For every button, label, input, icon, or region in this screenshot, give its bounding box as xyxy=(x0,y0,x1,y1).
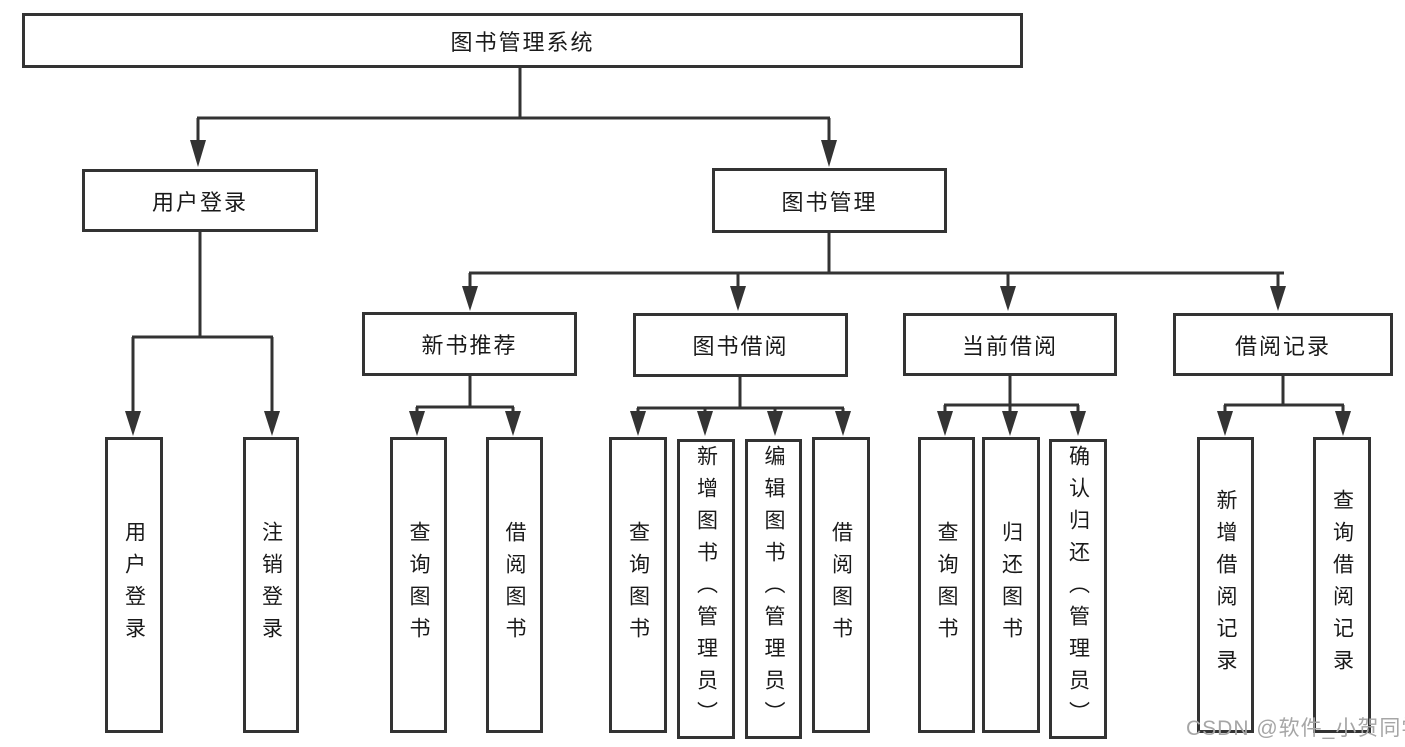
leaf-query-borrow-record: 查询借阅记录 xyxy=(1313,437,1371,733)
node-user-login-group-label: 用户登录 xyxy=(151,189,248,215)
leaf-user-login-label: 用户登录 xyxy=(122,521,146,649)
leaf-query-books-current: 查询图书 xyxy=(918,437,975,733)
node-borrowing-records-label: 借阅记录 xyxy=(1234,333,1331,359)
leaf-add-books-admin: 新增图书（管理员） xyxy=(677,439,735,739)
leaf-query-books-recommend-label: 查询图书 xyxy=(407,521,430,649)
node-current-borrowing: 当前借阅 xyxy=(903,313,1117,376)
leaf-query-books-borrowing: 查询图书 xyxy=(609,437,667,733)
leaf-return-books-label: 归还图书 xyxy=(999,521,1023,649)
leaf-logout: 注销登录 xyxy=(243,437,299,733)
leaf-confirm-return-admin: 确认归还（管理员） xyxy=(1049,439,1107,739)
node-borrowing-records: 借阅记录 xyxy=(1173,313,1393,376)
node-user-login-group: 用户登录 xyxy=(82,169,318,232)
leaf-return-books: 归还图书 xyxy=(982,437,1040,733)
leaf-query-books-borrowing-label: 查询图书 xyxy=(626,521,650,649)
leaf-add-borrow-record: 新增借阅记录 xyxy=(1197,437,1254,733)
node-book-management: 图书管理 xyxy=(712,168,947,233)
leaf-borrow-books-label: 借阅图书 xyxy=(829,521,853,649)
leaf-query-books-recommend: 查询图书 xyxy=(390,437,447,733)
node-root: 图书管理系统 xyxy=(22,13,1023,68)
leaf-confirm-return-admin-label: 确认归还（管理员） xyxy=(1066,445,1090,733)
leaf-add-borrow-record-label: 新增借阅记录 xyxy=(1214,489,1237,681)
leaf-edit-books-admin-label: 编辑图书（管理员） xyxy=(762,445,785,733)
node-new-book-recommendation-label: 新书推荐 xyxy=(421,333,518,358)
node-current-borrowing-label: 当前借阅 xyxy=(961,333,1058,359)
leaf-edit-books-admin: 编辑图书（管理员） xyxy=(745,439,802,739)
node-book-borrowing: 图书借阅 xyxy=(633,313,848,377)
leaf-borrow-books: 借阅图书 xyxy=(812,437,870,733)
node-book-borrowing-label: 图书借阅 xyxy=(692,334,789,359)
node-new-book-recommendation: 新书推荐 xyxy=(362,312,577,376)
leaf-query-books-current-label: 查询图书 xyxy=(935,521,958,649)
leaf-borrow-books-recommend-label: 借阅图书 xyxy=(503,521,526,649)
node-root-label: 图书管理系统 xyxy=(450,29,595,55)
leaf-add-books-admin-label: 新增图书（管理员） xyxy=(694,445,718,733)
leaf-borrow-books-recommend: 借阅图书 xyxy=(486,437,543,733)
leaf-query-borrow-record-label: 查询借阅记录 xyxy=(1330,489,1354,681)
leaf-logout-label: 注销登录 xyxy=(259,521,283,649)
node-book-management-label: 图书管理 xyxy=(781,189,878,215)
leaf-user-login: 用户登录 xyxy=(105,437,163,733)
watermark: CSDN @软件_小贺同学 xyxy=(1186,717,1405,740)
